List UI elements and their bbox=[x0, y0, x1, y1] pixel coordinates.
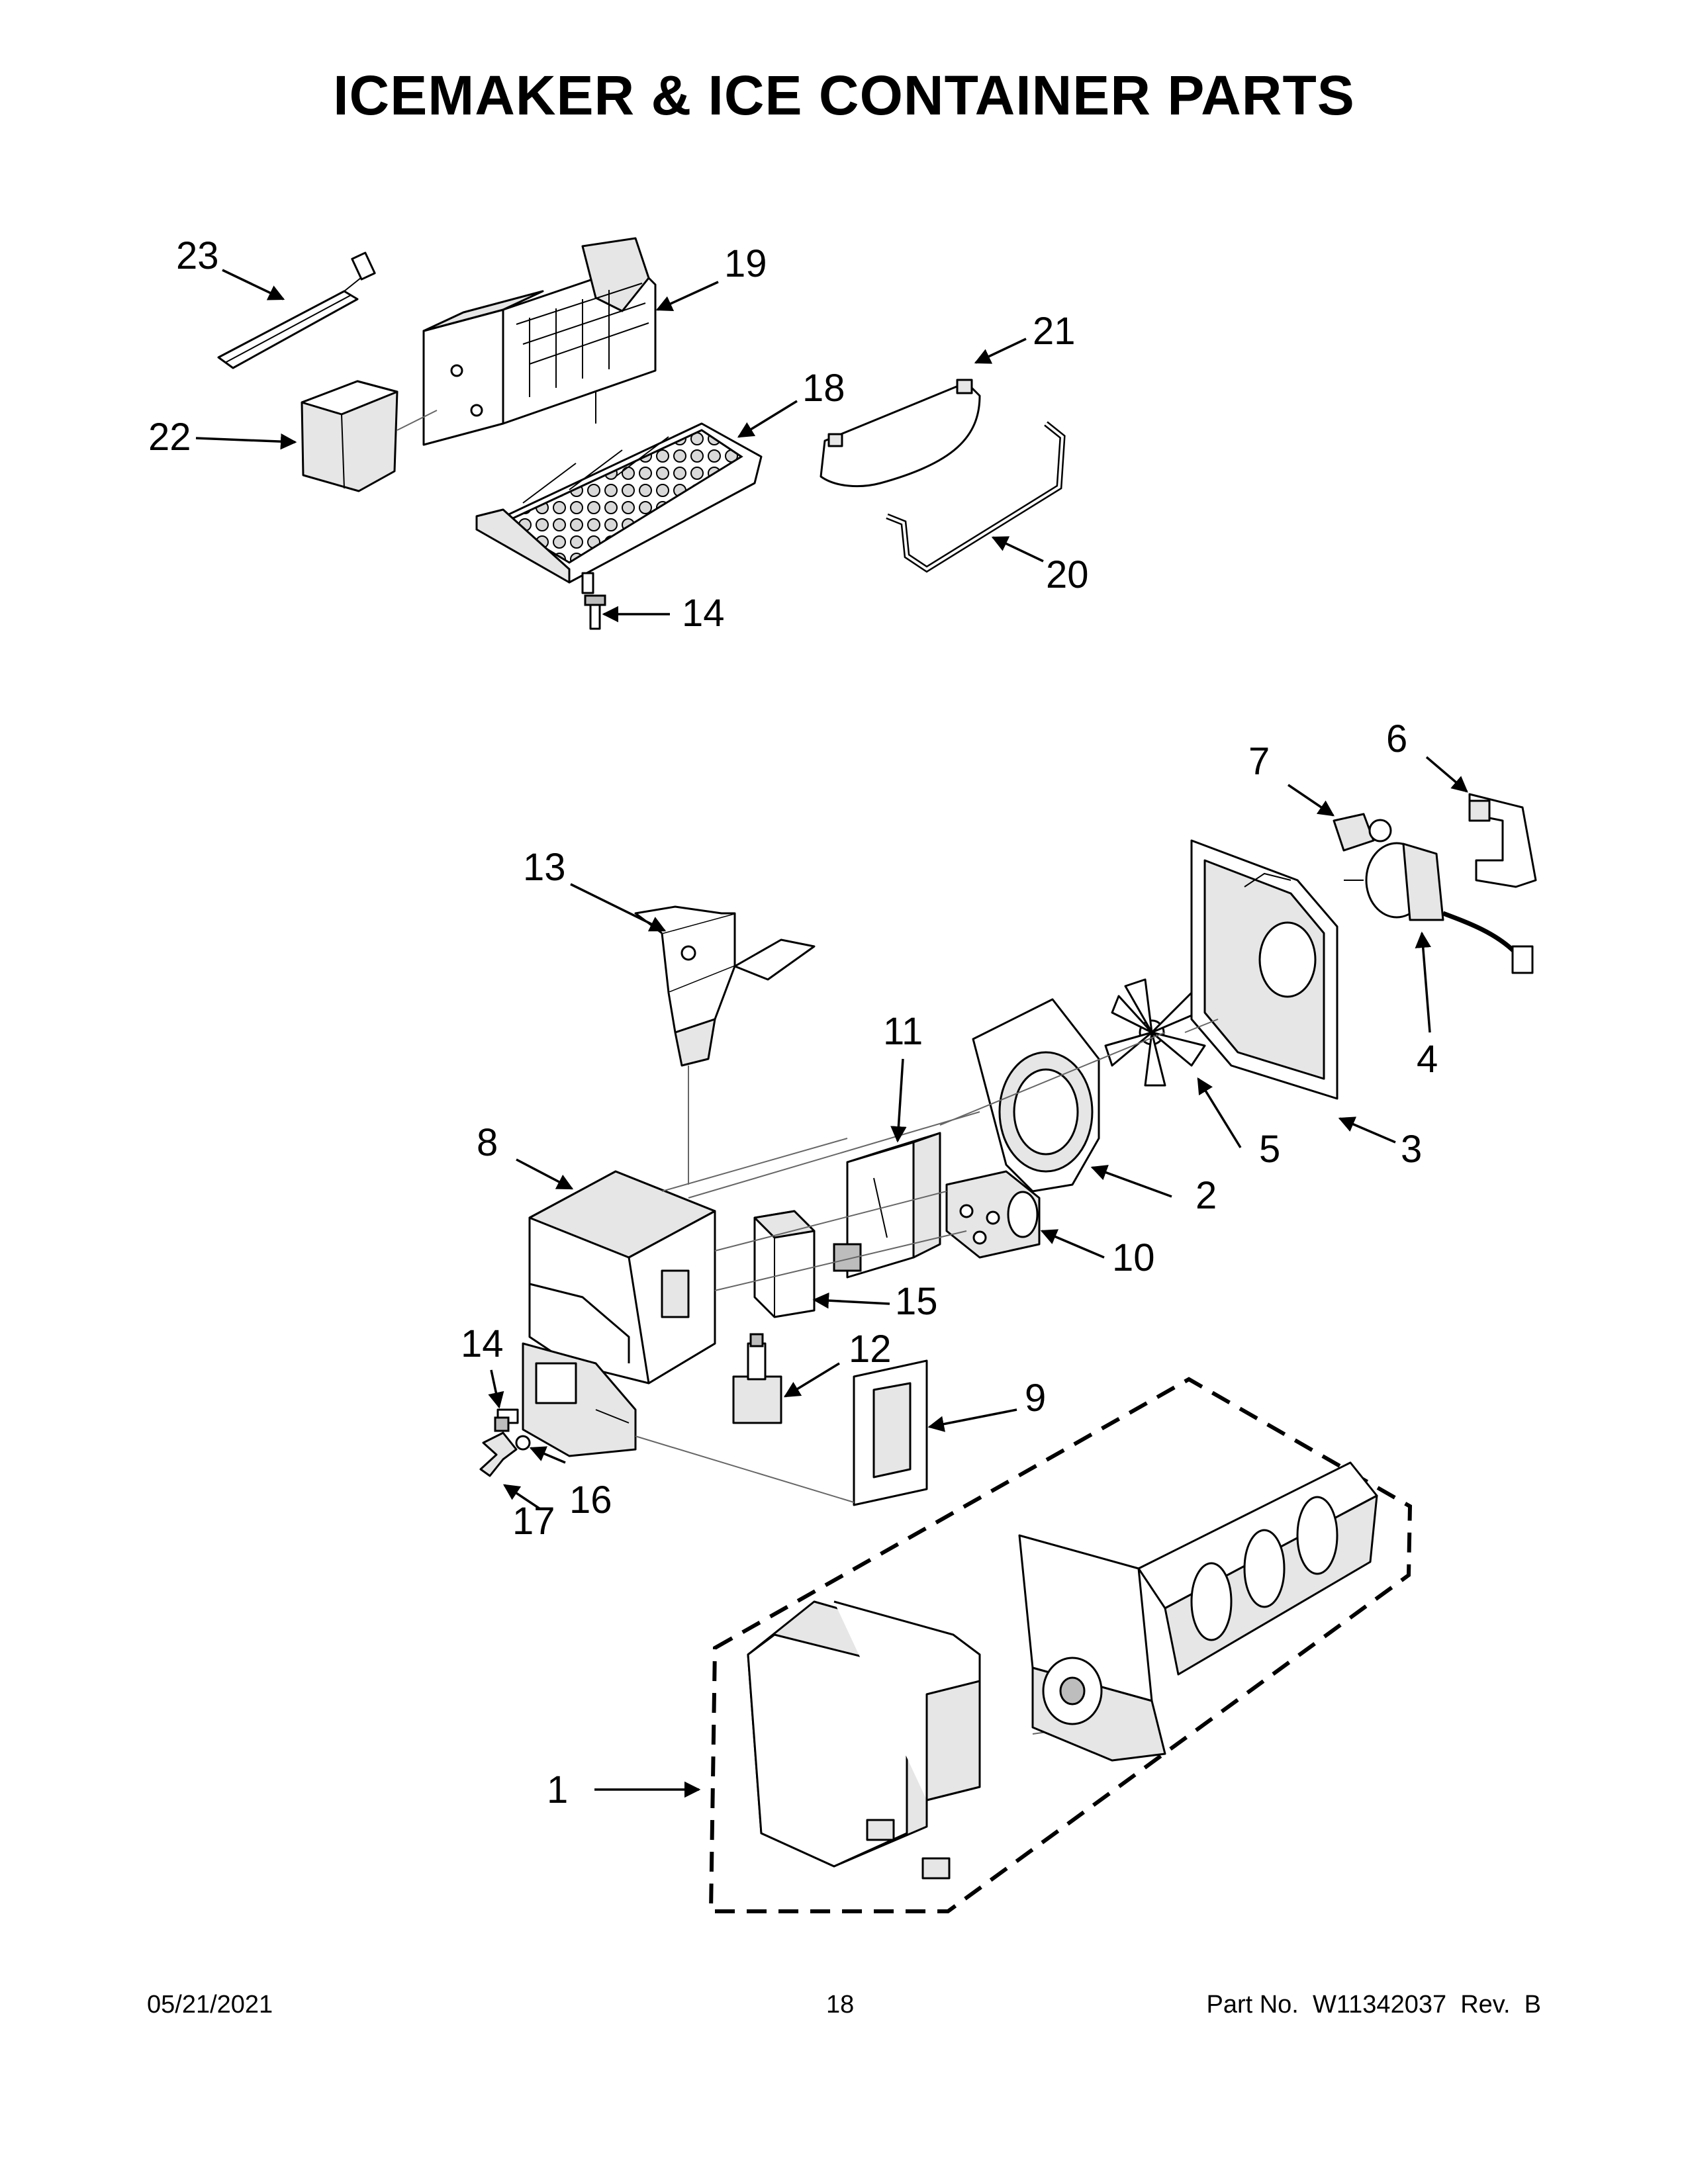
part-6-bracket bbox=[1468, 793, 1537, 888]
part-15-bracket bbox=[753, 1210, 816, 1318]
part-23-wire-harness bbox=[217, 251, 376, 369]
part-8-housing bbox=[522, 1170, 716, 1457]
callout-7: 7 bbox=[1248, 740, 1270, 783]
callout-15: 15 bbox=[895, 1280, 938, 1323]
callout-3: 3 bbox=[1401, 1128, 1422, 1171]
part-7-connector bbox=[1333, 813, 1392, 852]
footer-part-number: Part No. W11342037 Rev. B bbox=[1206, 1991, 1541, 2019]
part-11-dispenser-housing bbox=[833, 1132, 941, 1279]
callout-16: 16 bbox=[569, 1479, 612, 1522]
callout-9: 9 bbox=[1025, 1377, 1046, 1420]
callout-17: 17 bbox=[512, 1500, 555, 1543]
callout-8: 8 bbox=[477, 1121, 498, 1164]
callout-23: 23 bbox=[176, 234, 219, 277]
callout-20: 20 bbox=[1046, 553, 1089, 596]
footer-page-number: 18 bbox=[826, 1991, 855, 2019]
part-19-icemaker bbox=[422, 237, 657, 446]
part-1-ice-container bbox=[747, 1461, 1378, 1880]
part-13-chute bbox=[634, 905, 816, 1067]
leader-arrows bbox=[195, 269, 1468, 1798]
ice-container-dashed-boundary bbox=[708, 1377, 1413, 1913]
part-14-screw-left bbox=[494, 1408, 519, 1432]
part-17-clip bbox=[479, 1432, 518, 1477]
callout-12: 12 bbox=[849, 1328, 892, 1371]
callout-18: 18 bbox=[802, 367, 845, 410]
callout-19: 19 bbox=[724, 242, 767, 285]
part-2-fan-shroud bbox=[972, 998, 1100, 1193]
part-18-ice-mold bbox=[475, 422, 763, 594]
callout-1: 1 bbox=[547, 1768, 568, 1811]
assembly-guide-lines bbox=[635, 1019, 1219, 1735]
callout-10: 10 bbox=[1112, 1236, 1155, 1279]
callout-6: 6 bbox=[1386, 717, 1407, 760]
callout-22: 22 bbox=[148, 416, 191, 459]
callout-labels: 23 19 22 18 21 20 14 13 11 7 6 4 3 5 2 1… bbox=[148, 234, 1438, 1811]
footer-date: 05/21/2021 bbox=[147, 1991, 273, 2019]
callout-2: 2 bbox=[1196, 1174, 1217, 1217]
part-3-housing-frame bbox=[1190, 839, 1338, 1100]
callout-5: 5 bbox=[1259, 1128, 1280, 1171]
callout-14-left: 14 bbox=[461, 1322, 504, 1365]
callout-13: 13 bbox=[523, 846, 566, 889]
part-16-washer bbox=[515, 1435, 531, 1451]
part-14-screw-top bbox=[584, 594, 606, 630]
callout-4: 4 bbox=[1417, 1038, 1438, 1081]
callout-14-top: 14 bbox=[682, 592, 725, 635]
part-20-wire-arm bbox=[886, 421, 1066, 573]
part-9-plate bbox=[853, 1359, 928, 1506]
part-12-solenoid bbox=[732, 1333, 782, 1424]
part-22-cover bbox=[301, 380, 438, 492]
part-21-cover bbox=[820, 379, 981, 488]
part-10-motor bbox=[945, 1170, 1041, 1259]
callout-11: 11 bbox=[883, 1010, 923, 1053]
callout-21: 21 bbox=[1033, 310, 1076, 353]
page-title: ICEMAKER & ICE CONTAINER PARTS bbox=[333, 64, 1355, 126]
part-5-fan-blade bbox=[1104, 978, 1206, 1087]
part-4-fan-motor bbox=[1344, 842, 1534, 974]
